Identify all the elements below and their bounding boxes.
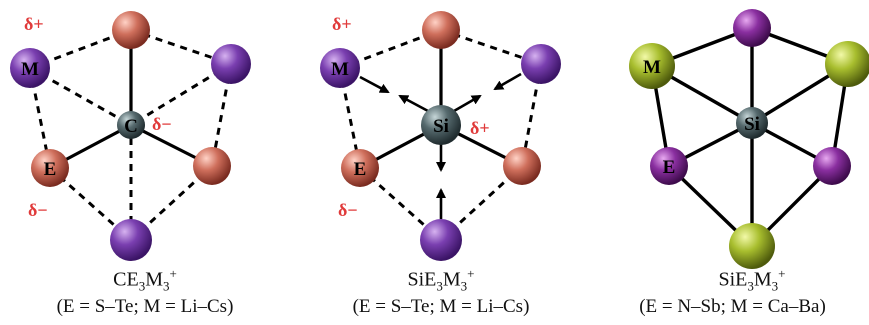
panel-2-formula: SiE3M3+ xyxy=(296,262,586,299)
panel-3-formula: SiE3M3+ xyxy=(607,262,869,299)
atom-label-center: C xyxy=(124,116,138,137)
atom-e-right xyxy=(193,147,231,185)
arrow-m-right-inward xyxy=(493,72,522,91)
panel-3-range: (E = N–Sb; M = Ca–Ba) xyxy=(639,296,826,317)
atom-label-e: E xyxy=(663,157,676,178)
panel-2-range: (E = S–Te; M = Li–Cs) xyxy=(352,296,530,317)
atom-m-left xyxy=(10,48,50,88)
atom-e-left xyxy=(341,149,379,187)
formula-m: M xyxy=(442,268,461,291)
formula-base: SiE xyxy=(718,268,748,291)
atom-m-bottom xyxy=(110,219,152,261)
formula-charge: + xyxy=(467,266,475,281)
atom-e-left xyxy=(650,147,688,185)
atom-label-e: E xyxy=(354,159,367,180)
atom-e-top xyxy=(112,11,150,49)
charge-label-e: δ− xyxy=(338,200,358,220)
formula-sub: 3 xyxy=(747,278,754,294)
atom-m-bottom xyxy=(729,223,775,269)
panel-1-formula: CE3M3+ xyxy=(0,262,290,299)
formula-sub: 3 xyxy=(436,278,443,294)
atom-e-top xyxy=(422,11,460,49)
panel-1: M E C δ+ δ− δ− xyxy=(10,11,251,261)
atom-e-right xyxy=(813,147,851,185)
formula-m: M xyxy=(753,268,772,291)
charge-label-m: δ+ xyxy=(332,14,352,34)
panel-2: M E Si δ+ δ− δ+ xyxy=(320,11,561,261)
charge-label-center: δ+ xyxy=(470,118,490,138)
atom-m-left xyxy=(629,43,675,89)
atom-m-right xyxy=(825,41,869,87)
charge-label-m: δ+ xyxy=(24,14,44,34)
atom-m-left xyxy=(320,48,360,88)
atom-label-center: Si xyxy=(433,116,449,137)
atom-center xyxy=(736,107,768,139)
arrow-center-out-left xyxy=(398,94,429,113)
arrow-m-left-inward xyxy=(359,75,390,94)
atom-label-e: E xyxy=(44,159,57,180)
atom-m-right xyxy=(521,44,561,84)
formula-sub: 3 xyxy=(163,278,170,294)
atom-m-bottom xyxy=(420,219,462,261)
arrow-center-out-right xyxy=(453,94,482,113)
formula-base: CE xyxy=(113,268,139,291)
panel-3: M E Si xyxy=(629,9,869,269)
atom-center xyxy=(117,111,145,139)
atom-center xyxy=(421,105,461,145)
formula-base: SiE xyxy=(407,268,437,291)
atom-label-center: Si xyxy=(744,114,760,135)
charge-label-center: δ− xyxy=(152,114,172,134)
atom-m-right xyxy=(211,44,251,84)
formula-sub: 3 xyxy=(771,278,779,294)
atom-e-right xyxy=(503,147,541,185)
atom-label-m: M xyxy=(643,57,661,78)
formula-charge: + xyxy=(778,266,786,281)
formula-charge: + xyxy=(169,266,177,281)
atom-label-m: M xyxy=(331,59,349,80)
formula-sub: 3 xyxy=(138,278,146,294)
atom-label-m: M xyxy=(21,59,39,80)
atom-e-top xyxy=(733,9,771,47)
atom-e-left xyxy=(31,149,69,187)
panel-1-range: (E = S–Te; M = Li–Cs) xyxy=(56,296,234,317)
charge-label-e: δ− xyxy=(28,200,48,220)
formula-m: M xyxy=(145,268,163,291)
formula-sub: 3 xyxy=(460,278,468,294)
